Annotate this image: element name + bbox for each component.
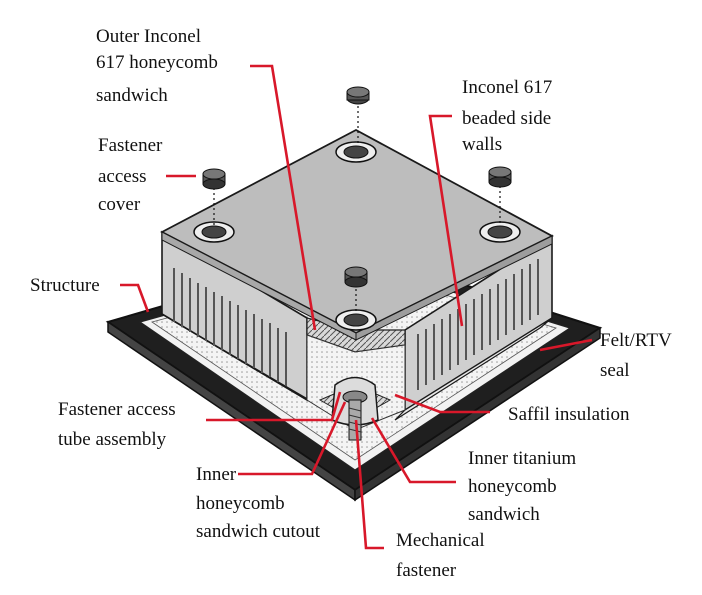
label-fastener-cover-2: access (98, 166, 147, 187)
label-fastener-cover-3: cover (98, 194, 141, 215)
label-inconel-walls-2: beaded side (462, 108, 551, 129)
leader-saffil (394, 393, 490, 414)
label-felt-seal-2: seal (600, 360, 630, 381)
leader-tube-assembly (206, 391, 342, 422)
fastener-tube-assembly (331, 376, 379, 441)
label-inner-cutout-1: Inner (196, 464, 237, 485)
label-tube-assembly-2: tube assembly (58, 429, 167, 450)
cover-cap-top (346, 86, 370, 105)
leader-inconel-walls (428, 114, 464, 327)
label-saffil: Saffil insulation (508, 404, 630, 425)
leader-felt-seal (539, 338, 593, 352)
label-mech-fastener-1: Mechanical (396, 530, 485, 551)
cover-cap-front (344, 266, 368, 288)
leader-inner-cutout (238, 401, 347, 476)
label-outer-inconel-3: sandwich (96, 85, 168, 106)
label-inner-cutout-2: honeycomb (196, 493, 285, 514)
label-outer-inconel-1: Outer Inconel (96, 26, 201, 47)
cover-cap-right (488, 166, 512, 188)
leader-outer-inconel (250, 64, 317, 331)
label-felt-seal-1: Felt/RTV (600, 330, 672, 351)
label-inconel-walls-1: Inconel 617 (462, 77, 552, 98)
label-outer-inconel-2: 617 honeycomb (96, 52, 218, 73)
label-fastener-cover-1: Fastener (98, 135, 163, 156)
label-tube-assembly-1: Fastener access (58, 399, 176, 420)
label-inner-titanium-2: honeycomb (468, 476, 557, 497)
label-inner-titanium-1: Inner titanium (468, 448, 576, 469)
cover-cap-left (202, 168, 226, 190)
label-inner-cutout-3: sandwich cutout (196, 521, 321, 542)
labels: Outer Inconel 617 honeycomb sandwich Inc… (30, 26, 672, 581)
label-inner-titanium-3: sandwich (468, 504, 540, 525)
leader-inner-titanium (370, 417, 456, 484)
label-inconel-walls-3: walls (462, 134, 502, 155)
right-side-wall (394, 234, 553, 421)
fastener-covers (202, 86, 512, 314)
leader-lines (120, 64, 593, 550)
label-structure: Structure (30, 275, 100, 296)
access-holes (193, 141, 521, 331)
label-mech-fastener-2: fastener (396, 560, 457, 581)
leader-mech-fastener (354, 419, 384, 550)
leader-structure (120, 283, 150, 313)
